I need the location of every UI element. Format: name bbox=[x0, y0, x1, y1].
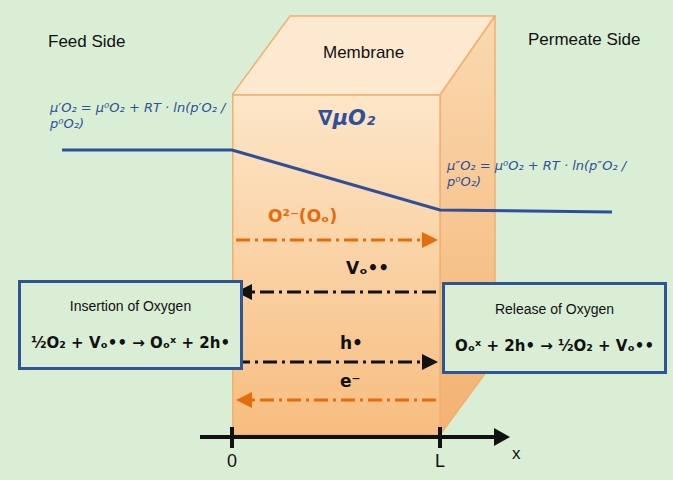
side-label: Feed Side bbox=[48, 32, 126, 52]
potential-formula: μ′O₂ = μ⁰O₂ + RT · ln(p′O₂ / p⁰O₂) bbox=[50, 100, 235, 131]
insertion-box: Insertion of Oxygen ½O₂ + Vₒ•• → Oₒˣ + 2h… bbox=[18, 280, 243, 370]
species-label: O²⁻(Oₒ) bbox=[268, 206, 337, 226]
species-label: Vₒ•• bbox=[346, 258, 389, 278]
species-label: e⁻ bbox=[340, 371, 361, 391]
release-box: Release of OxygenOₒˣ + 2h• → ½O₂ + Vₒ•• bbox=[442, 282, 667, 374]
potential-formula: μ″O₂ = μ⁰O₂ + RT · ln(p″O₂ / p⁰O₂) bbox=[447, 158, 642, 189]
axis-label: x bbox=[512, 444, 521, 464]
membrane-label: Membrane bbox=[323, 43, 404, 63]
species-label: h• bbox=[340, 333, 363, 353]
gradient-symbol: ∇μO₂ bbox=[318, 106, 375, 131]
axis-tick-label: L bbox=[435, 451, 445, 473]
box-heading: Release of Oxygen bbox=[495, 301, 614, 318]
reaction-equation: ½O₂ + Vₒ•• → Oₒˣ + 2h• bbox=[31, 334, 230, 352]
reaction-equation: Oₒˣ + 2h• → ½O₂ + Vₒ•• bbox=[455, 337, 654, 355]
axis-tick-label: 0 bbox=[227, 451, 237, 473]
side-label: Permeate Side bbox=[528, 30, 640, 50]
box-heading: Insertion of Oxygen bbox=[70, 298, 191, 315]
